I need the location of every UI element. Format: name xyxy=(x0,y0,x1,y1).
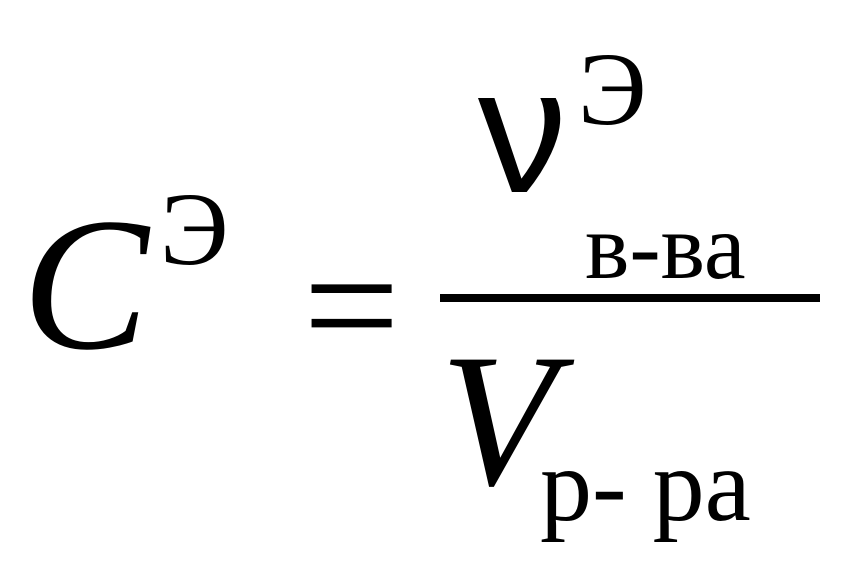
numerator-nu-symbol: ν xyxy=(478,31,567,230)
fraction-bar xyxy=(440,294,820,302)
concentration-symbol: C xyxy=(22,180,149,390)
numerator-superscript: Э xyxy=(578,32,647,147)
equals-sign: = xyxy=(303,211,401,401)
numerator-subscript: в-ва xyxy=(585,195,746,299)
denominator-subscript: р- ра xyxy=(540,428,751,543)
denominator-volume-symbol: V xyxy=(440,316,557,526)
concentration-superscript: Э xyxy=(160,172,229,287)
